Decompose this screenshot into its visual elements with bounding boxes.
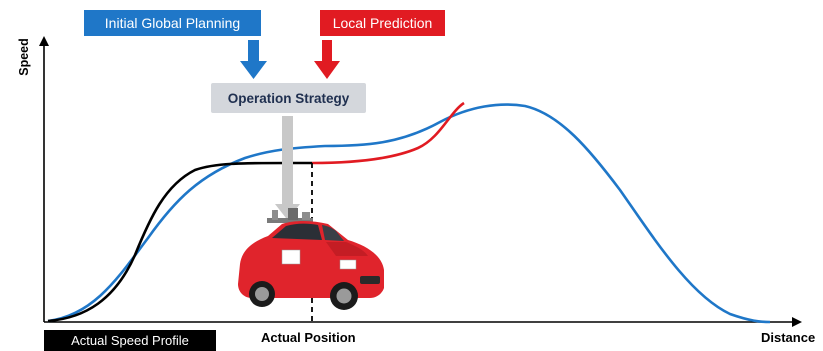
local-prediction-box: Local Prediction [320, 10, 445, 36]
global-planning-arrow [240, 40, 267, 79]
operation-strategy-box: Operation Strategy [211, 83, 366, 113]
global-planning-curve [47, 103, 771, 324]
actual-speed-profile-box: Actual Speed Profile [44, 330, 216, 351]
car-icon [238, 208, 384, 310]
local-prediction-arrow [314, 40, 340, 79]
operation-strategy-label: Operation Strategy [227, 90, 350, 106]
initial-global-planning-label: Initial Global Planning [104, 15, 241, 31]
actual-position-label: Actual Position [261, 330, 356, 345]
local-prediction-label: Local Prediction [332, 15, 433, 31]
strategy-to-car-arrow [275, 116, 300, 220]
local-prediction-curve [311, 101, 465, 165]
actual-speed-profile-curve [47, 161, 312, 323]
x-axis-label: Distance [761, 330, 816, 345]
initial-global-planning-box: Initial Global Planning [84, 10, 261, 36]
y-axis-label: Speed [17, 38, 31, 76]
actual-speed-profile-label: Actual Speed Profile [71, 333, 189, 348]
